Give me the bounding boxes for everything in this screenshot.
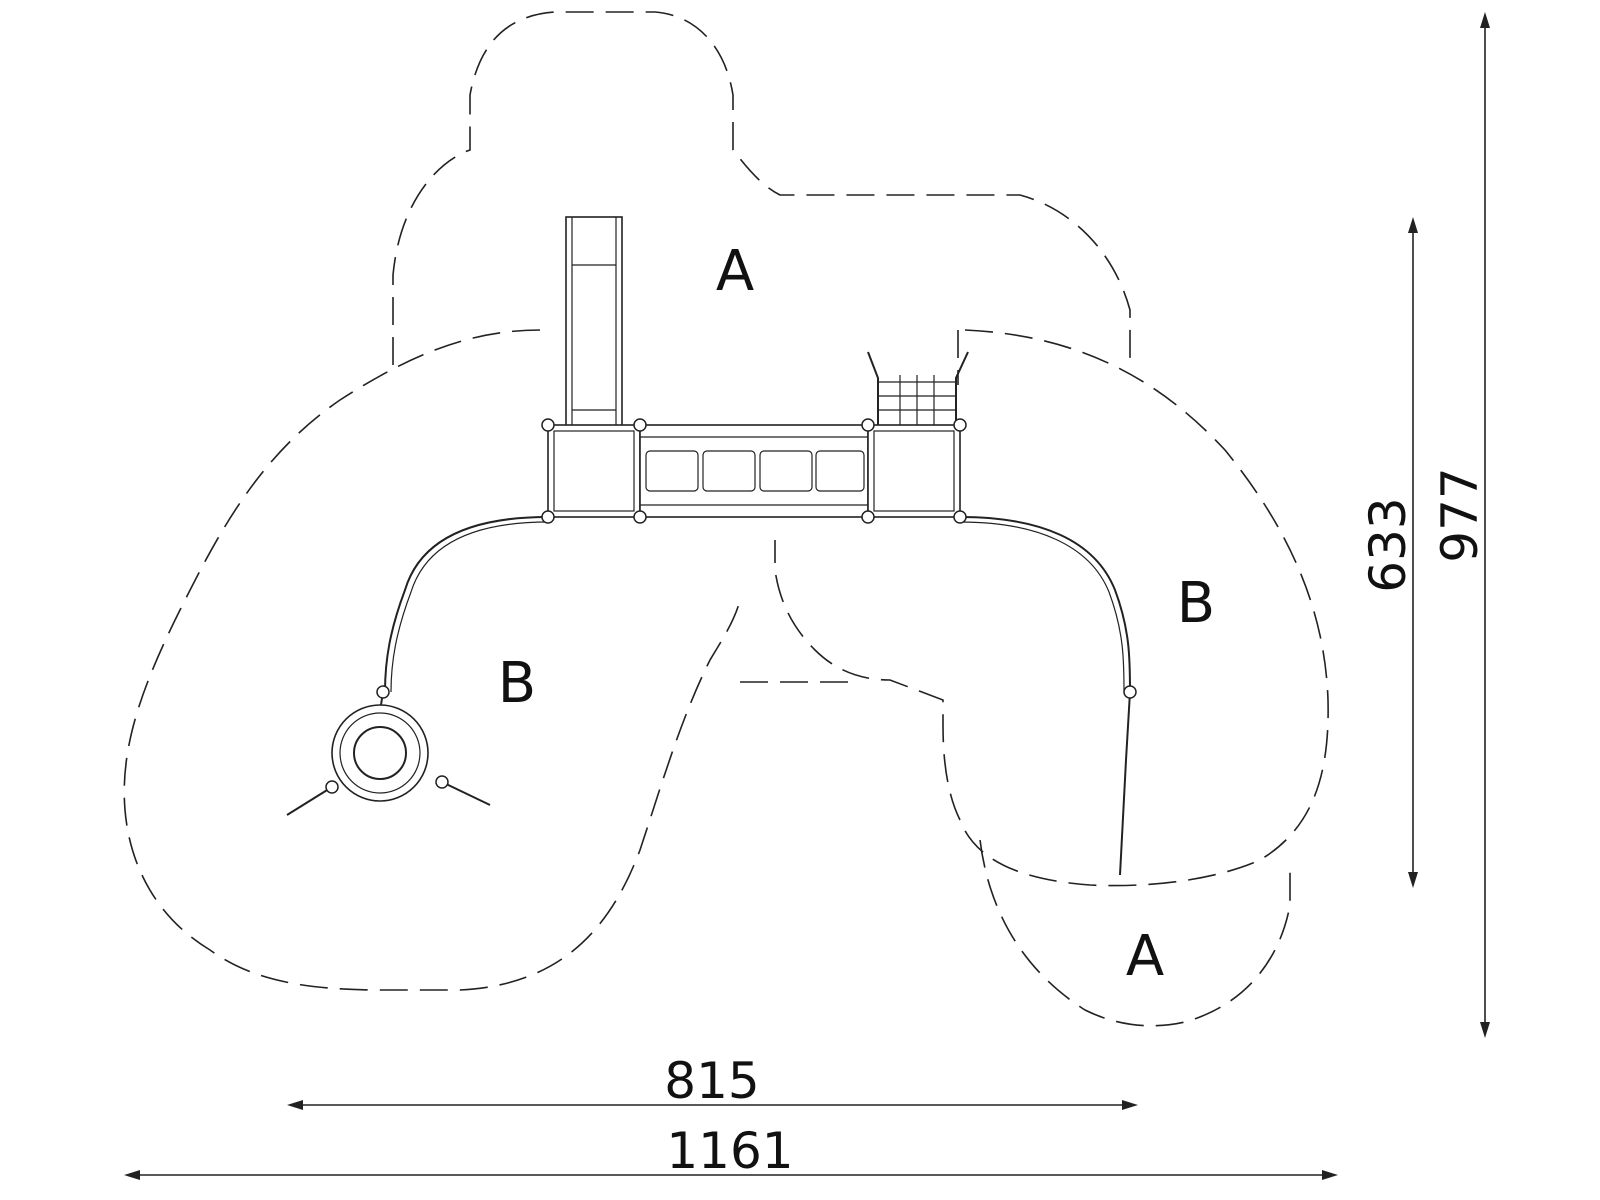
safety-zones [123,11,1329,1027]
zone-label-bottom-right: A [1126,924,1164,989]
bridge [639,424,869,518]
dimension-height-equipment: 633 [1359,217,1418,888]
zone-b-right [774,329,1329,887]
left-curved-rail [384,516,549,693]
zone-label-right: B [1177,571,1215,636]
zone-label-top-left: A [716,239,754,304]
zone-b-left [123,329,741,991]
slide [565,216,623,430]
dim-label-977: 977 [1431,467,1489,562]
dimension-width-total: 1161 [124,1122,1338,1180]
dimension-height-total: 977 [1431,12,1490,1038]
tower-left [547,424,641,518]
climbing-net [867,351,969,425]
spinner [286,691,491,816]
equipment [286,216,1137,876]
dim-label-633: 633 [1359,497,1417,592]
tower-right [867,424,961,518]
right-curved-rail [959,516,1131,876]
zone-label-left: B [498,651,536,716]
posts [325,418,1137,794]
zone-a-bottom [740,681,1291,1027]
dimension-width-equipment: 815 [287,1052,1138,1110]
zone-a-top [392,11,1131,365]
dim-label-815: 815 [664,1052,759,1110]
dim-label-1161: 1161 [666,1122,793,1180]
